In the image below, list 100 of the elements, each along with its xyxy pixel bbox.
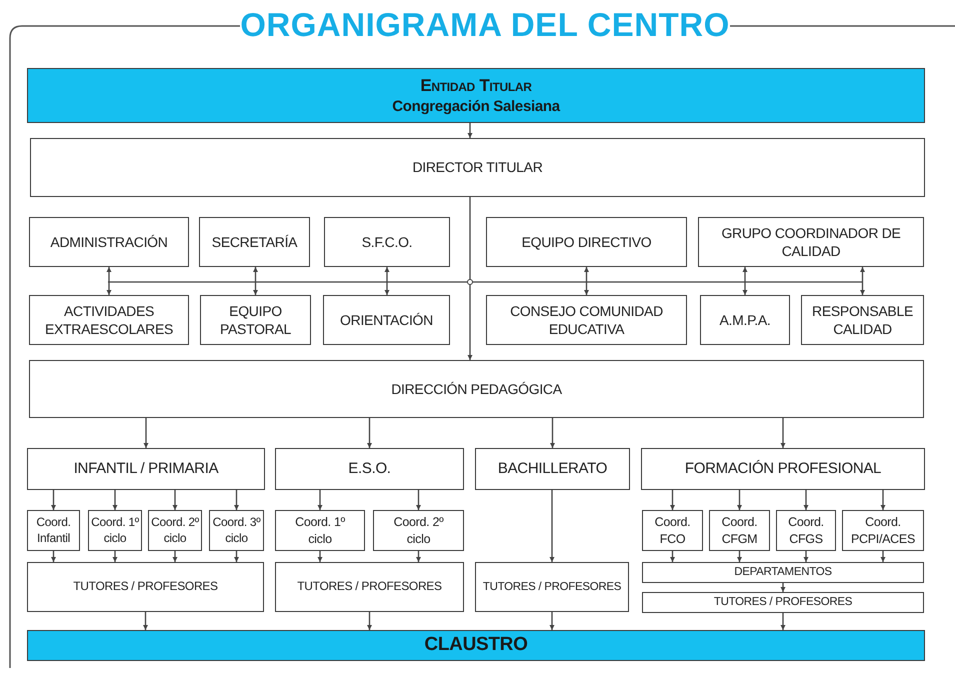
entity-box (27, 68, 925, 123)
org-box (642, 510, 703, 551)
box-label: TUTORES / PROFESORES (482, 580, 622, 594)
arrow (106, 267, 112, 295)
org-box (700, 295, 790, 345)
org-box (323, 295, 450, 345)
box-label: CLAUSTRO (424, 633, 528, 658)
arrow (384, 267, 390, 295)
arrow (584, 267, 589, 295)
arrow (670, 490, 675, 510)
arrow (367, 612, 372, 630)
arrow (112, 551, 118, 562)
arrow (253, 267, 258, 295)
arrow (367, 418, 372, 448)
box-label: TUTORES / PROFESORES (714, 595, 852, 610)
arrow (550, 490, 554, 562)
arrow (172, 490, 178, 510)
arrow (318, 551, 322, 562)
box-label: DEPARTAMENTOS (734, 565, 832, 580)
org-box (642, 592, 924, 613)
box-label: Coord. 1º ciclo (294, 514, 346, 547)
arrow (468, 197, 472, 360)
arrow (172, 551, 178, 562)
box-label: Coord. CFGM (720, 514, 758, 547)
box-label: ACTIVIDADES EXTRAESCOLARES (44, 302, 174, 338)
box-label: EQUIPO DIRECTIVO (522, 232, 652, 252)
org-box (29, 217, 189, 267)
box-label: EQUIPO PASTORAL (219, 302, 292, 338)
arrow (234, 490, 239, 510)
box-label: Coord. 1º ciclo (91, 514, 139, 546)
box-label: S.F.C.O. (362, 232, 412, 252)
org-box (200, 295, 311, 345)
org-box (801, 295, 924, 345)
box-label: Coord. 3º ciclo (212, 514, 260, 546)
arrow (742, 267, 748, 295)
org-box (475, 562, 629, 612)
org-box (27, 510, 80, 551)
arrow (880, 490, 886, 510)
box-label: TUTORES / PROFESORES (73, 579, 218, 595)
org-box (486, 295, 687, 345)
box-label: Coord. Infantil (35, 514, 72, 546)
org-box (30, 138, 925, 197)
org-box (275, 510, 365, 551)
arrow (550, 418, 555, 448)
box-label: RESPONSABLE CALIDAD (811, 302, 914, 338)
org-box (324, 217, 450, 267)
box-label: BACHILLERATO (498, 459, 608, 479)
arrow (144, 418, 148, 448)
box-label: Coord. 2º ciclo (151, 514, 199, 546)
box-label: E.S.O. (348, 459, 391, 479)
box-label: DIRECCIÓN PEDAGÓGICA (391, 380, 562, 398)
box-label: FORMACIÓN PROFESIONAL (684, 459, 882, 479)
box-label: SECRETARÍA (212, 232, 298, 252)
arrow (112, 490, 118, 510)
box-label: Coord. 2º ciclo (392, 514, 444, 547)
box-label: TUTORES / PROFESORES (297, 579, 442, 595)
arrow (51, 551, 56, 562)
arrow (804, 551, 808, 562)
box-label: ADMINISTRACIÓN (50, 232, 168, 252)
arrow (468, 123, 472, 138)
org-box (709, 510, 770, 551)
arrow (880, 551, 886, 562)
arrow (416, 490, 421, 510)
arrow (670, 551, 675, 562)
box-subtitle: Congregación Salesiana (392, 96, 560, 116)
org-box (776, 510, 836, 551)
org-box (199, 217, 310, 267)
org-box (27, 448, 265, 490)
box-label: A.M.P.A. (719, 310, 771, 330)
arrow (550, 612, 554, 630)
arrow (143, 612, 148, 630)
org-box (698, 217, 924, 267)
box-label: Entidad Titular (420, 74, 532, 97)
box-label: INFANTIL / PRIMARIA (74, 459, 218, 479)
arrow (804, 490, 808, 510)
box-label: CONSEJO COMUNIDAD EDUCATIVA (509, 302, 664, 338)
org-box (486, 217, 687, 267)
box-label: GRUPO COORDINADOR DE CALIDAD (720, 224, 902, 260)
org-box (275, 562, 464, 612)
arrow (737, 551, 742, 562)
arrow (780, 583, 786, 592)
org-box (275, 448, 464, 490)
org-box (373, 510, 464, 551)
arrow (234, 551, 239, 562)
box-label: Coord. FCO (654, 514, 692, 547)
org-box (475, 448, 630, 490)
arrow (737, 490, 742, 510)
org-box (642, 562, 924, 583)
arrow (416, 551, 421, 562)
arrow (860, 267, 865, 295)
arrow (318, 490, 322, 510)
arrow (780, 418, 786, 448)
assembly-bar (27, 630, 925, 661)
box-label: Coord. PCPI/ACES (850, 514, 916, 547)
org-box (27, 562, 264, 612)
box-label: Coord. CFGS (787, 514, 825, 547)
arrow (780, 613, 786, 630)
org-box (29, 295, 189, 345)
org-box (842, 510, 924, 551)
box-label: ORIENTACIÓN (340, 310, 433, 330)
